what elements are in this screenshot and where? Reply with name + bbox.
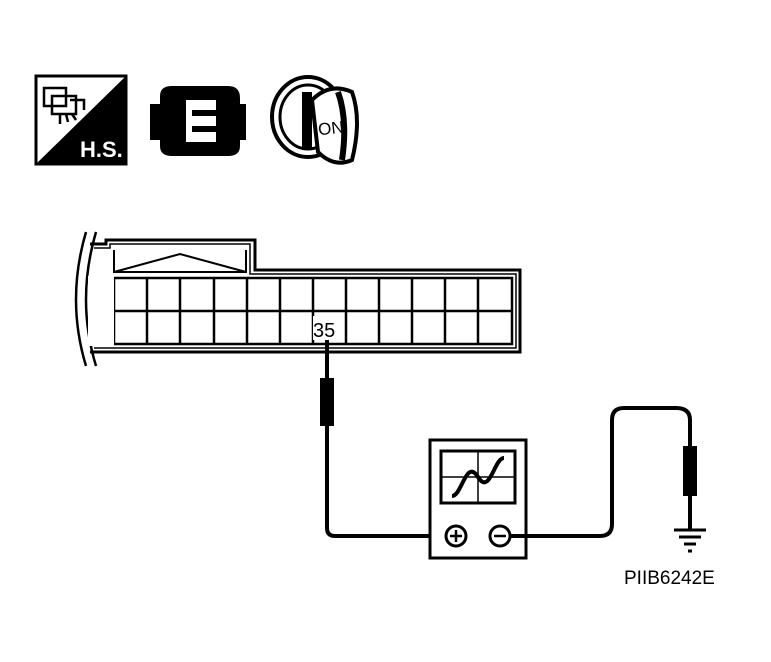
connector-face — [74, 231, 522, 367]
ground-probe-lead — [510, 406, 697, 538]
terminal-label-bg — [313, 316, 341, 340]
harness-symbol-icon: H.S. — [34, 74, 128, 166]
ignition-on-label: ON — [317, 118, 344, 140]
terminal-35-label: 35 — [313, 320, 335, 342]
harness-symbol-label: H.S. — [80, 137, 123, 162]
ground-icon — [674, 528, 706, 553]
waveform-trace — [451, 456, 505, 498]
ignition-switch-on-icon: ON — [270, 75, 359, 165]
diagram-code: PIIB6242E — [624, 568, 715, 589]
positive-probe-lead — [320, 340, 456, 538]
oscilloscope — [428, 438, 528, 560]
connector-icon — [150, 86, 246, 156]
